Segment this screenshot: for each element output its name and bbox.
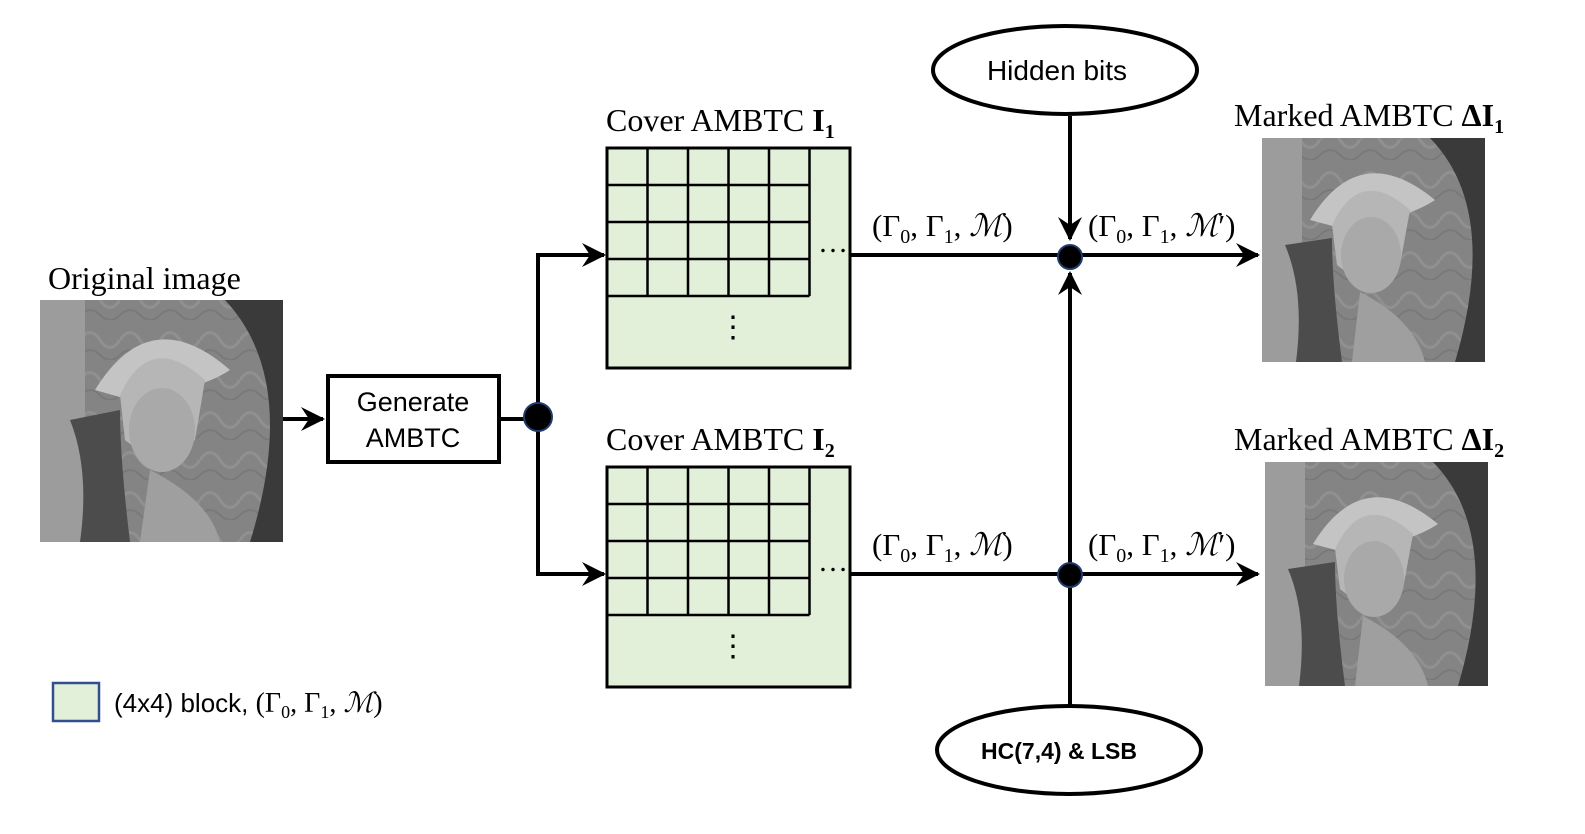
hc-lsb-label: HC(7,4) & LSB (981, 738, 1137, 764)
legend-swatch (51, 681, 101, 723)
original-image-label: Original image (48, 260, 241, 296)
embed-junction-dot-2 (1057, 562, 1083, 588)
cover2-title: Cover AMBTC I2 (606, 421, 835, 462)
marked1-image (1262, 138, 1485, 362)
cover1-block-grid (605, 146, 852, 370)
generate-label-line1: Generate (357, 387, 470, 417)
cover2-block-grid (605, 465, 852, 689)
marked2-title: Marked AMBTC ΔI2 (1234, 421, 1504, 462)
tuple-marked2: (Γ0, Γ1, ℳ′) (1088, 527, 1235, 567)
legend-label: (4x4) block, (Γ0, Γ1, ℳ) (114, 686, 383, 722)
cover1-title: Cover AMBTC I1 (606, 102, 835, 143)
cover2-ellipsis-v: ⋮ (718, 630, 748, 663)
embed-junction-dot-1 (1057, 244, 1083, 270)
marked2-image (1265, 462, 1488, 686)
tuple-marked1: (Γ0, Γ1, ℳ′) (1088, 208, 1235, 248)
tuple-cover1: (Γ0, Γ1, ℳ) (872, 208, 1013, 248)
generate-ambtc-box: Generate AMBTC (326, 374, 501, 464)
tuple-cover2: (Γ0, Γ1, ℳ) (872, 527, 1013, 567)
cover2-ellipsis-h: … (818, 545, 848, 578)
hidden-bits-label: Hidden bits (987, 55, 1127, 86)
generate-label-line2: AMBTC (366, 423, 461, 453)
cover1-ellipsis-h: … (818, 226, 848, 259)
marked1-title: Marked AMBTC ΔI1 (1234, 97, 1504, 138)
legend: (4x4) block, (Γ0, Γ1, ℳ) (51, 681, 383, 723)
hidden-bits-node: Hidden bits (931, 24, 1199, 116)
split-junction-dot (523, 402, 553, 432)
original-image (40, 300, 283, 542)
hc-lsb-node: HC(7,4) & LSB (935, 704, 1203, 796)
cover1-ellipsis-v: ⋮ (718, 311, 748, 344)
